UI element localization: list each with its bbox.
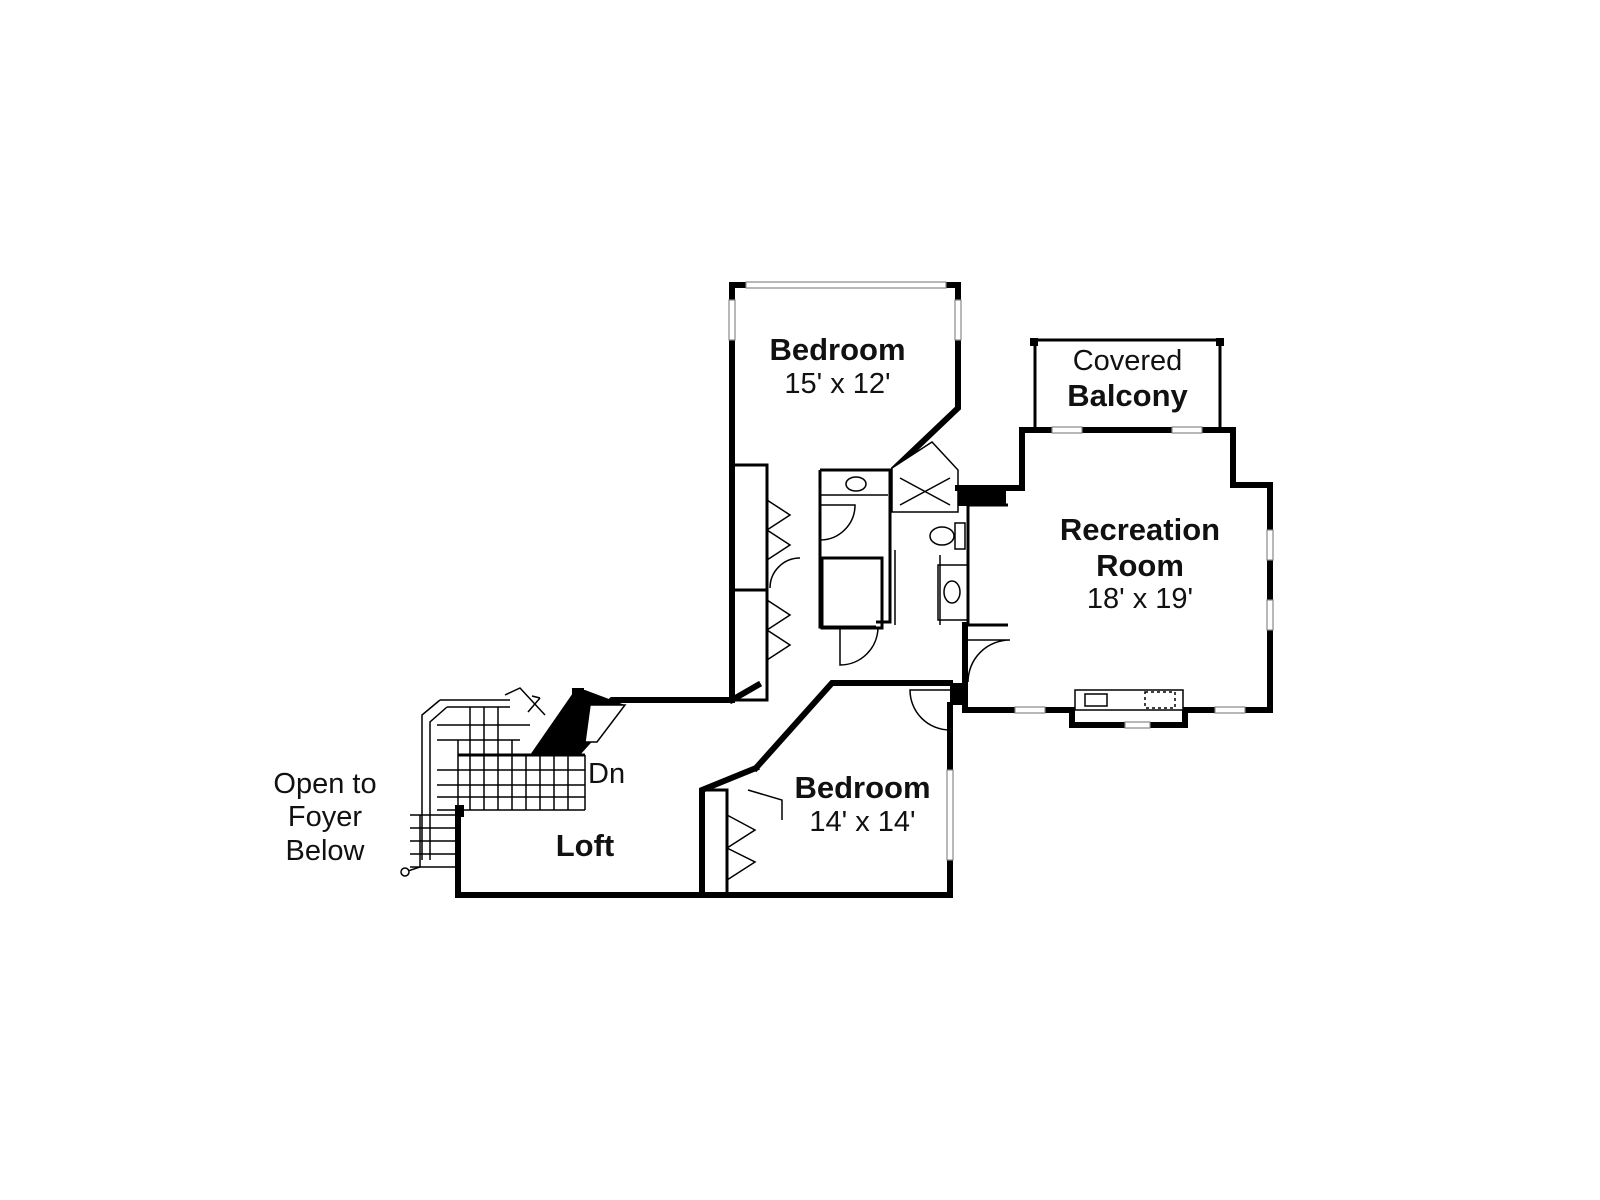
toilet-tank-icon [954, 522, 966, 550]
room-name: Bedroom [769, 332, 906, 367]
room-label-balcony: Covered Balcony [1040, 345, 1215, 414]
room-label-recreation: Recreation Room 18' x 19' [1030, 512, 1250, 617]
balcony-walls [1030, 338, 1224, 430]
recreation-line2: Room [1096, 547, 1184, 583]
door-swing [839, 626, 879, 666]
window-bedroom-bottom-east [946, 769, 954, 861]
window-rec-north-2 [1171, 426, 1203, 434]
room-label-bedroom-top: Bedroom 15' x 12' [750, 332, 925, 401]
window-rec-south-1 [1014, 706, 1046, 714]
stairs-direction-label: Dn [588, 758, 648, 791]
room-dimensions: 15' x 12' [784, 367, 891, 400]
door-swing [909, 689, 951, 731]
recreation-room-walls [950, 426, 1274, 729]
sink-2-icon [943, 580, 961, 604]
window-rec-south-2 [1214, 706, 1246, 714]
room-dimensions: 14' x 14' [809, 805, 916, 838]
window-bedroom-top-east [954, 299, 962, 341]
window-rec-south-3 [1124, 721, 1151, 729]
door-swing [967, 639, 1011, 683]
open-to-foyer-note: Open to Foyer Below [250, 768, 400, 868]
window-bedroom-top-north [745, 281, 947, 289]
window-rec-east-2 [1266, 599, 1274, 631]
door-swing [819, 504, 856, 541]
sink-icon [845, 476, 867, 492]
note-line3: Below [285, 834, 365, 867]
staircase [400, 687, 627, 877]
bath-area [818, 441, 1011, 731]
closets-west [730, 463, 801, 702]
bedroom-bottom-walls [699, 764, 954, 898]
room-name: Loft [555, 828, 615, 863]
balcony-line1: Covered [1072, 345, 1183, 377]
bar-sink-icon [1084, 693, 1108, 707]
stairs-direction: Dn [588, 758, 626, 790]
toilet-icon [929, 526, 955, 546]
note-line1: Open to [273, 768, 377, 800]
shower-icon [891, 441, 959, 513]
room-dimensions: 18' x 19' [1086, 583, 1194, 616]
window-bedroom-top-west [728, 299, 736, 341]
window-rec-east-1 [1266, 529, 1274, 561]
bedroom-top-walls [728, 281, 962, 703]
balcony-line2: Balcony [1067, 378, 1188, 414]
recreation-line1: Recreation [1059, 512, 1221, 547]
window-rec-north-1 [1051, 426, 1083, 434]
room-label-bedroom-bottom: Bedroom 14' x 14' [775, 770, 950, 839]
room-label-loft: Loft [530, 828, 640, 864]
room-name: Bedroom [794, 770, 931, 805]
note-line2: Foyer [287, 801, 363, 834]
